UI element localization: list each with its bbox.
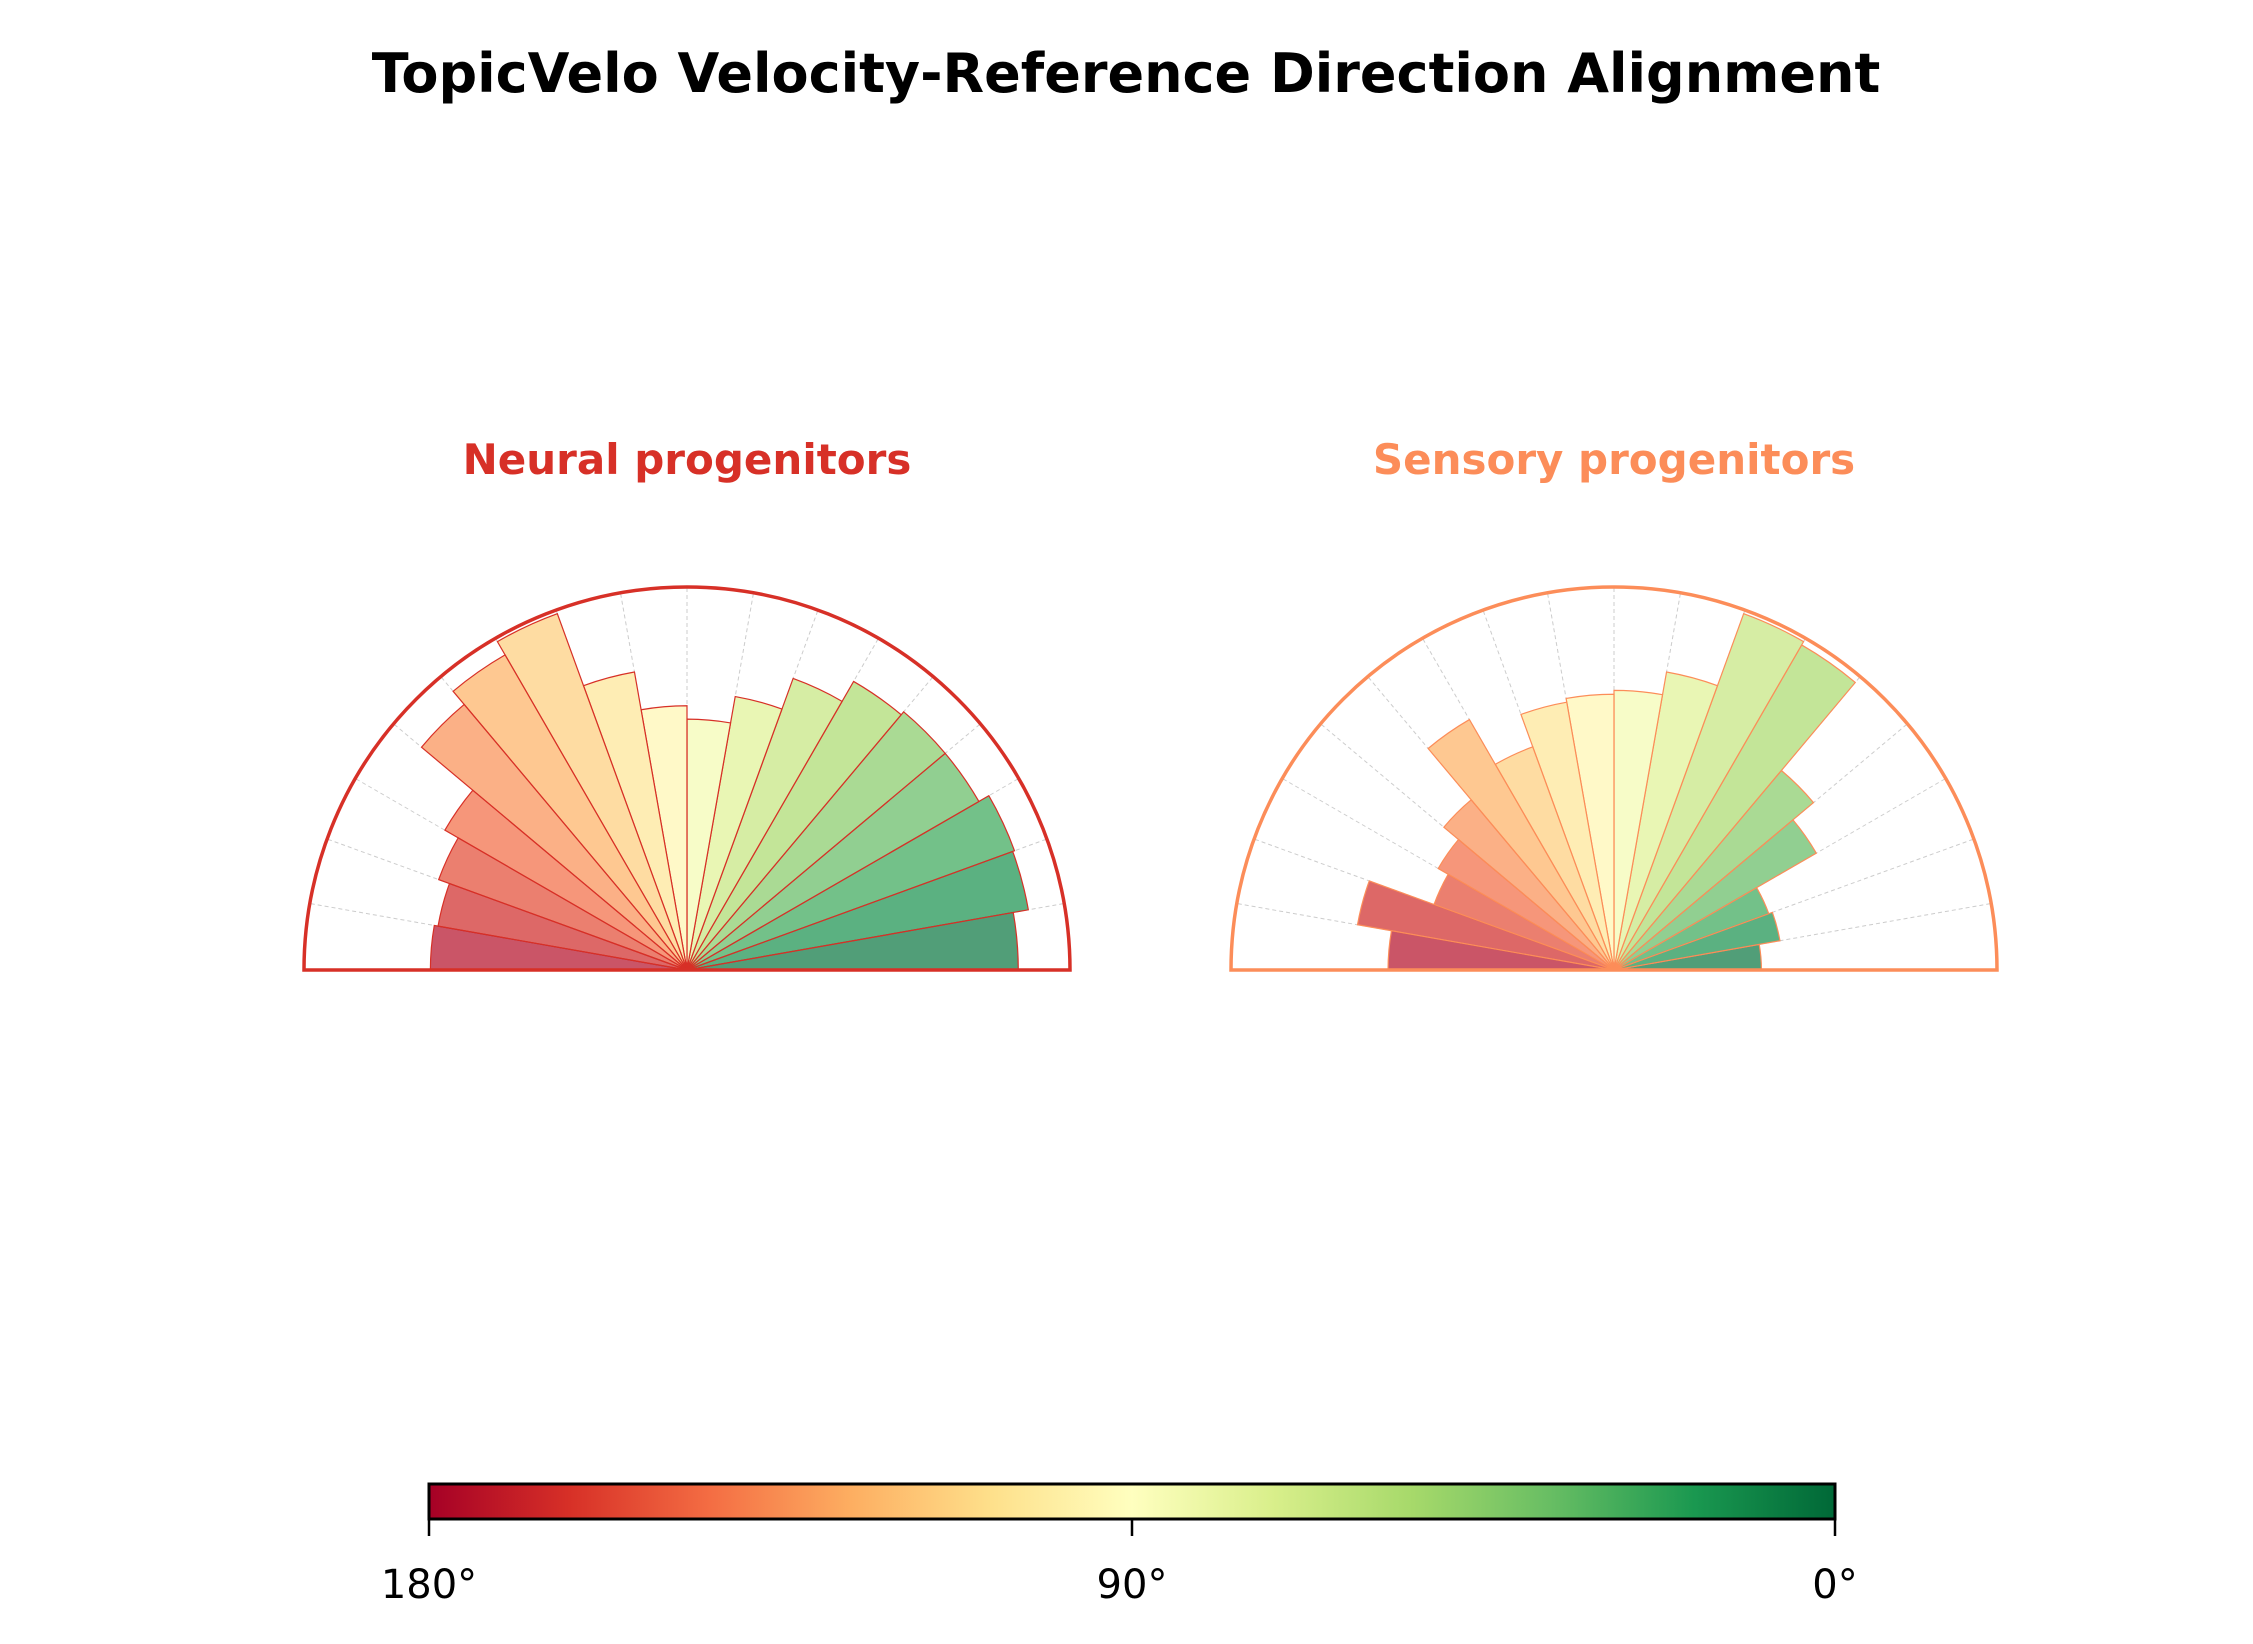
panel-title: Sensory progenitors <box>1373 435 1855 484</box>
rose-bar <box>1613 612 1805 971</box>
rose-bar <box>452 654 688 971</box>
colorbar-tick-label: 0° <box>1812 1562 1857 1608</box>
rose-bar <box>444 789 688 971</box>
rose-bar <box>686 695 783 971</box>
panel-title: Neural progenitors <box>463 435 912 484</box>
rose-bar <box>686 710 947 971</box>
polar-frame <box>302 585 1072 972</box>
polar-frame <box>1229 585 1999 972</box>
rose-bar <box>1613 671 1719 971</box>
rose-bar <box>496 612 688 971</box>
rose-bar <box>1427 718 1615 971</box>
panel-sensory-progenitors: Sensory progenitors <box>1229 435 1999 972</box>
rose-bar <box>1437 838 1615 971</box>
rose-bar <box>686 680 903 971</box>
panel-neural-progenitors: Neural progenitors <box>302 435 1072 972</box>
rose-bar <box>686 677 843 971</box>
rose-bar <box>1613 689 1664 971</box>
rose-bar <box>437 837 688 971</box>
colorbar: 180° 90° 0° <box>381 1482 1858 1608</box>
rose-bar <box>1613 911 1781 971</box>
rose-bar <box>1356 880 1615 971</box>
rose-bar <box>686 794 1016 971</box>
colorbar-gradient <box>427 1482 1837 1521</box>
rose-bar <box>1442 798 1615 971</box>
colorbar-tick-label: 180° <box>381 1562 477 1608</box>
rose-bar <box>1520 701 1615 971</box>
rose-bar <box>420 703 688 971</box>
chart-title: TopicVelo Velocity-Reference Direction A… <box>372 42 1881 105</box>
colorbar-tick-label: 90° <box>1097 1562 1168 1608</box>
